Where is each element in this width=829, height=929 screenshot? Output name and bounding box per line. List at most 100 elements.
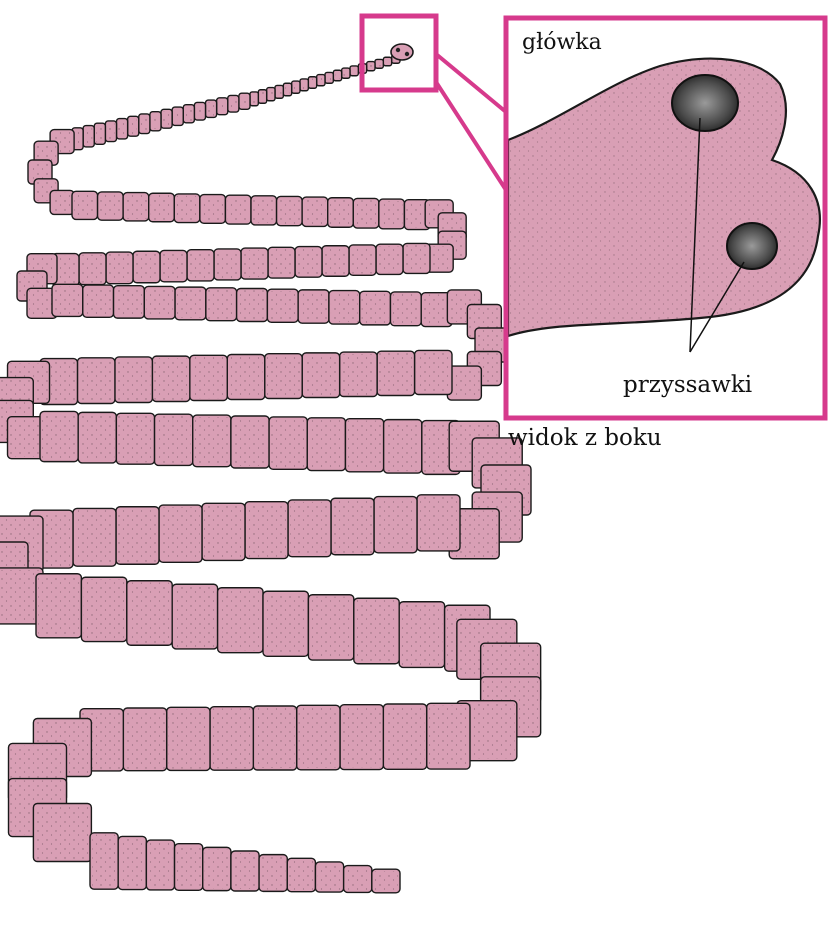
tapeworm-body xyxy=(0,44,541,893)
tail-segment-stipple xyxy=(120,838,144,887)
band-2-segment-stipple xyxy=(100,194,122,218)
neck-segment-stipple xyxy=(335,72,339,79)
band-3-segment-stipple xyxy=(135,253,158,281)
neck-segment-stipple xyxy=(260,92,264,102)
band-4-segment-stipple xyxy=(362,293,389,323)
band-9-segment-stipple xyxy=(429,705,468,767)
neck-segment-stipple xyxy=(344,70,348,76)
tail-segment-stipple xyxy=(346,868,370,891)
band-2-segment-stipple xyxy=(151,195,173,220)
band-6-segment-stipple xyxy=(195,417,229,465)
neck-segment-stipple xyxy=(319,77,323,84)
band-8-segment-stipple xyxy=(38,576,79,636)
tail-segment-stipple xyxy=(289,860,313,889)
band-3-segment-stipple xyxy=(243,250,266,277)
neck-segment-stipple xyxy=(327,74,331,81)
band-1-segment-stipple xyxy=(96,125,103,142)
band-7-segment-stipple xyxy=(204,505,243,558)
band-3-segment-stipple xyxy=(108,254,131,282)
band-4-segment-stipple xyxy=(392,294,419,324)
band-4-segment-stipple xyxy=(54,286,81,314)
band-6-segment-stipple xyxy=(271,419,305,467)
band-2-segment-stipple xyxy=(227,197,249,222)
band-1-segment-stipple xyxy=(241,95,248,107)
band-3-segment-stipple xyxy=(405,245,428,271)
scolex-sucker-1 xyxy=(396,48,400,52)
sucker-upper xyxy=(672,75,738,131)
turn-7-segment-stipple xyxy=(0,570,41,622)
turn-2-segment-stipple xyxy=(427,246,451,270)
band-2-segment-stipple xyxy=(355,200,377,226)
neck-segment-stipple xyxy=(377,61,381,66)
band-3-segment-stipple xyxy=(297,249,320,276)
band-6-segment-stipple xyxy=(42,413,76,459)
zoom-connector-top xyxy=(436,54,506,112)
band-9-segment-stipple xyxy=(212,709,251,769)
band-7-segment-stipple xyxy=(247,504,286,557)
band-4-segment-stipple xyxy=(300,292,327,321)
tail-segment-stipple xyxy=(374,871,398,891)
band-3-segment-stipple xyxy=(351,247,374,273)
turn-1-segment-stipple xyxy=(52,192,72,212)
turn-3-segment-stipple xyxy=(29,290,55,316)
band-4-segment-stipple xyxy=(85,287,112,315)
band-9-segment-stipple xyxy=(299,707,338,767)
band-1-segment-stipple xyxy=(152,114,159,129)
band-4-segment-stipple xyxy=(331,293,358,322)
band-8-segment-stipple xyxy=(174,586,215,647)
band-3-segment-stipple xyxy=(162,252,185,279)
tail-segment-stipple xyxy=(92,835,116,887)
tail-segment-stipple xyxy=(177,846,201,889)
label-head: główka xyxy=(522,30,602,55)
neck-segment-stipple xyxy=(385,59,389,64)
tail-segment-stipple xyxy=(317,864,341,890)
scolex-sucker-2 xyxy=(405,52,409,56)
label-side-view: widok z boku xyxy=(508,425,662,451)
band-8-segment-stipple xyxy=(220,590,261,651)
band-4-segment-stipple xyxy=(116,288,143,316)
band-5-segment-stipple xyxy=(154,358,187,399)
band-2-segment-stipple xyxy=(74,193,96,217)
band-5-segment-stipple xyxy=(342,354,375,394)
band-2-segment-stipple xyxy=(304,199,326,224)
neck-segment-stipple xyxy=(310,79,314,87)
band-1-segment-stipple xyxy=(196,104,203,118)
band-8-segment-stipple xyxy=(129,583,170,644)
band-7-segment-stipple xyxy=(290,502,329,555)
band-5-segment-stipple xyxy=(267,356,300,397)
tail-segment-stipple xyxy=(205,849,229,888)
band-4-segment-stipple xyxy=(208,290,235,319)
band-5-segment-stipple xyxy=(192,357,225,398)
band-6-segment-stipple xyxy=(233,418,267,466)
band-7-segment-stipple xyxy=(376,499,415,551)
band-1-segment-stipple xyxy=(208,102,215,115)
band-8-segment-stipple xyxy=(310,597,351,658)
band-6-segment-stipple xyxy=(309,420,343,469)
band-1-segment-stipple xyxy=(74,130,81,148)
band-4-segment-stipple xyxy=(177,289,204,318)
scolex xyxy=(391,44,413,60)
tail-segment-stipple xyxy=(148,842,172,888)
band-2-segment-stipple xyxy=(176,196,198,221)
band-5-segment-stipple xyxy=(379,353,412,393)
band-3-segment-stipple xyxy=(81,255,104,283)
band-7-segment-stipple xyxy=(118,509,157,563)
band-1-segment-stipple xyxy=(174,109,181,123)
band-5-segment-stipple xyxy=(417,352,450,392)
band-3-segment-stipple xyxy=(270,249,293,276)
band-3-segment-stipple xyxy=(216,251,239,278)
band-7-segment-stipple xyxy=(75,510,114,564)
band-1-segment-stipple xyxy=(85,128,92,145)
band-1-segment-stipple xyxy=(107,123,114,140)
band-7-segment-stipple xyxy=(333,500,372,553)
sucker-lower xyxy=(727,223,777,269)
turn-9-segment-stipple xyxy=(35,805,89,859)
neck-segment-stipple xyxy=(269,90,273,99)
neck-segment-stipple xyxy=(302,81,306,89)
band-8-segment-stipple xyxy=(83,579,124,639)
band-9-segment-stipple xyxy=(385,706,424,767)
neck-segment-stipple xyxy=(285,85,289,94)
band-6-segment-stipple xyxy=(80,414,114,461)
band-4-segment-stipple xyxy=(269,291,296,320)
